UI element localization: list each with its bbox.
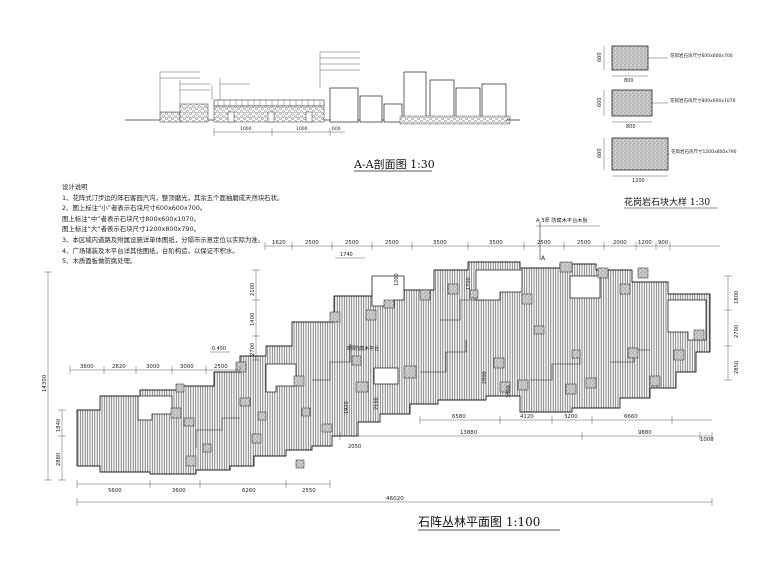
plan-dim-top: 1200 (638, 240, 652, 246)
plant-bed (137, 395, 173, 421)
stone-size: 600 (597, 148, 603, 158)
notes-line: 图上标注“中”者表示石块尺寸800x600x1070。 (62, 214, 200, 223)
plan-view: 1620 2500 2500 2500 3500 3500 2500 2500 … (42, 216, 740, 531)
plan-dim-lower: 13880 (460, 430, 478, 436)
plan-dim-top: 2500 (577, 240, 591, 246)
plan-dim-lower: 1000 (700, 437, 714, 443)
section-dim: 600 (332, 126, 341, 132)
plan-dim-inner: 2800 (482, 371, 488, 384)
plan-dim-top: 2500 (537, 240, 551, 246)
section-dim: 1000 (296, 126, 308, 132)
plan-dim-bottom: 5600 (108, 488, 122, 494)
overall-width: 46020 (386, 496, 404, 502)
stone-width: 800 (624, 78, 634, 84)
notes-line: 4、广场铺装及木平台详其他图纸，台阶构造，以保证不积水。 (62, 246, 239, 255)
stone-small (611, 45, 649, 71)
plan-dim-top: 3500 (433, 240, 447, 246)
plan-dim-inner: 1700 (466, 277, 472, 290)
plan-dim-top: 3500 (489, 240, 503, 246)
plant-bed (373, 367, 399, 385)
plan-dim-mid: 6580 (452, 414, 466, 420)
plan-dim-top: 2500 (345, 240, 359, 246)
plan-dim-left: 2820 (112, 364, 126, 370)
stone-details: 600 800 花岗岩石块尺寸600x600x700 600 800 花岗岩石块… (597, 45, 737, 209)
stone-size: 600 (597, 52, 603, 62)
section-aa: 1000 1000 600 A-A剖面图 1:30 (125, 51, 520, 172)
plant-bed (569, 275, 601, 299)
plan-dim-left: 2500 (214, 364, 228, 370)
stone-size: 600 (597, 97, 603, 107)
stone-label: 花岗岩石块尺寸800x600x1070 (670, 97, 736, 104)
plan-dim-top: 2500 (305, 240, 319, 246)
plan-dim-lower: 9880 (638, 430, 652, 436)
plan-dim-1740: 1740 (340, 252, 353, 258)
plan-dim-left: 3000 (146, 364, 160, 370)
plan-dim-right: 2700 (734, 325, 740, 338)
plan-dim-mid: 4120 (520, 414, 534, 420)
plan-dim-far-left: 2880 (56, 453, 62, 466)
notes-line: 图上标注“大”者表示石块尺寸1200x800x790。 (62, 225, 200, 234)
stone-width: 1200 (632, 178, 645, 184)
plan-dim-far-left: 1840 (56, 419, 62, 432)
plan-dim-left-v: 2700 (250, 343, 256, 356)
elevation-label: -0.450 (210, 346, 226, 352)
plan-dim-bottom: 2550 (302, 488, 316, 494)
plan-dim-right: 1800 (734, 291, 740, 304)
plan-dim-left: 3000 (180, 364, 194, 370)
plan-dim-left-v: 2100 (250, 283, 256, 296)
notes-line: 5、木质面板做防腐处理。 (62, 257, 137, 266)
deck-label: 3厚防腐木平台 (346, 345, 379, 352)
plan-dim-left: 3600 (80, 364, 94, 370)
plan-dim-inner: 1200 (394, 273, 400, 286)
plan-dim-bottom: 3600 (172, 488, 186, 494)
section-title: A-A剖面图 1:30 (353, 157, 435, 171)
stone-width: 800 (626, 124, 636, 130)
notes-line: 2、图上标注“小”者表示石块尺寸600x600x700。 (62, 204, 207, 213)
plan-dim-left-v: 1400 (250, 313, 256, 326)
section-callout: A 3厚 防腐木平台木板 (536, 216, 588, 224)
stone-large (611, 137, 669, 171)
stone-medium (611, 89, 653, 117)
plan-dim-mid: 3200 (564, 414, 578, 420)
notes-line: 1、花阵式汀步边的阵石客园汽沟，整顶磨光，其余五个面抽磨成天然块石状。 (62, 193, 284, 202)
plan-dim-inner: 2100 (374, 397, 380, 410)
notes-line: 3、本区域内道路及附属设施详单体图纸，分隔市示意定位以实际为准。 (62, 235, 265, 244)
plan-dim-1920: 1920 (344, 401, 350, 414)
stone-label: 花岗岩石块尺寸600x600x700 (670, 52, 733, 59)
plan-dim-2050: 2050 (348, 444, 361, 450)
plan-dim-inner: 1800 (506, 385, 512, 398)
granite-stones (170, 261, 705, 469)
design-notes: 设计说明 1、花阵式汀步边的阵石客园汽沟，整顶磨光，其余五个面抽磨成天然块石状。… (62, 182, 362, 267)
section-dim: 1000 (240, 126, 252, 132)
plant-bed (265, 363, 297, 393)
plan-dim-top: 1620 (272, 240, 286, 246)
plan-dim-top: 2000 (613, 240, 627, 246)
overall-height: 14300 (42, 374, 48, 392)
plan-dim-right: 2850 (734, 361, 740, 374)
plan-dim-mid: 6660 (624, 414, 638, 420)
stones-title: 花岗岩石块大样 1:30 (624, 196, 710, 208)
plan-dim-bottom: 6260 (242, 488, 256, 494)
plan-dim-top: 900 (658, 240, 669, 246)
plan-dim-top: 2500 (385, 240, 399, 246)
plan-title: 石阵丛林平面图 1:100 (418, 515, 540, 529)
stone-label: 花岗岩石块尺寸1200x800x790 (671, 148, 737, 155)
notes-title: 设计说明 (62, 183, 88, 191)
section-marker-a: A (541, 255, 546, 262)
